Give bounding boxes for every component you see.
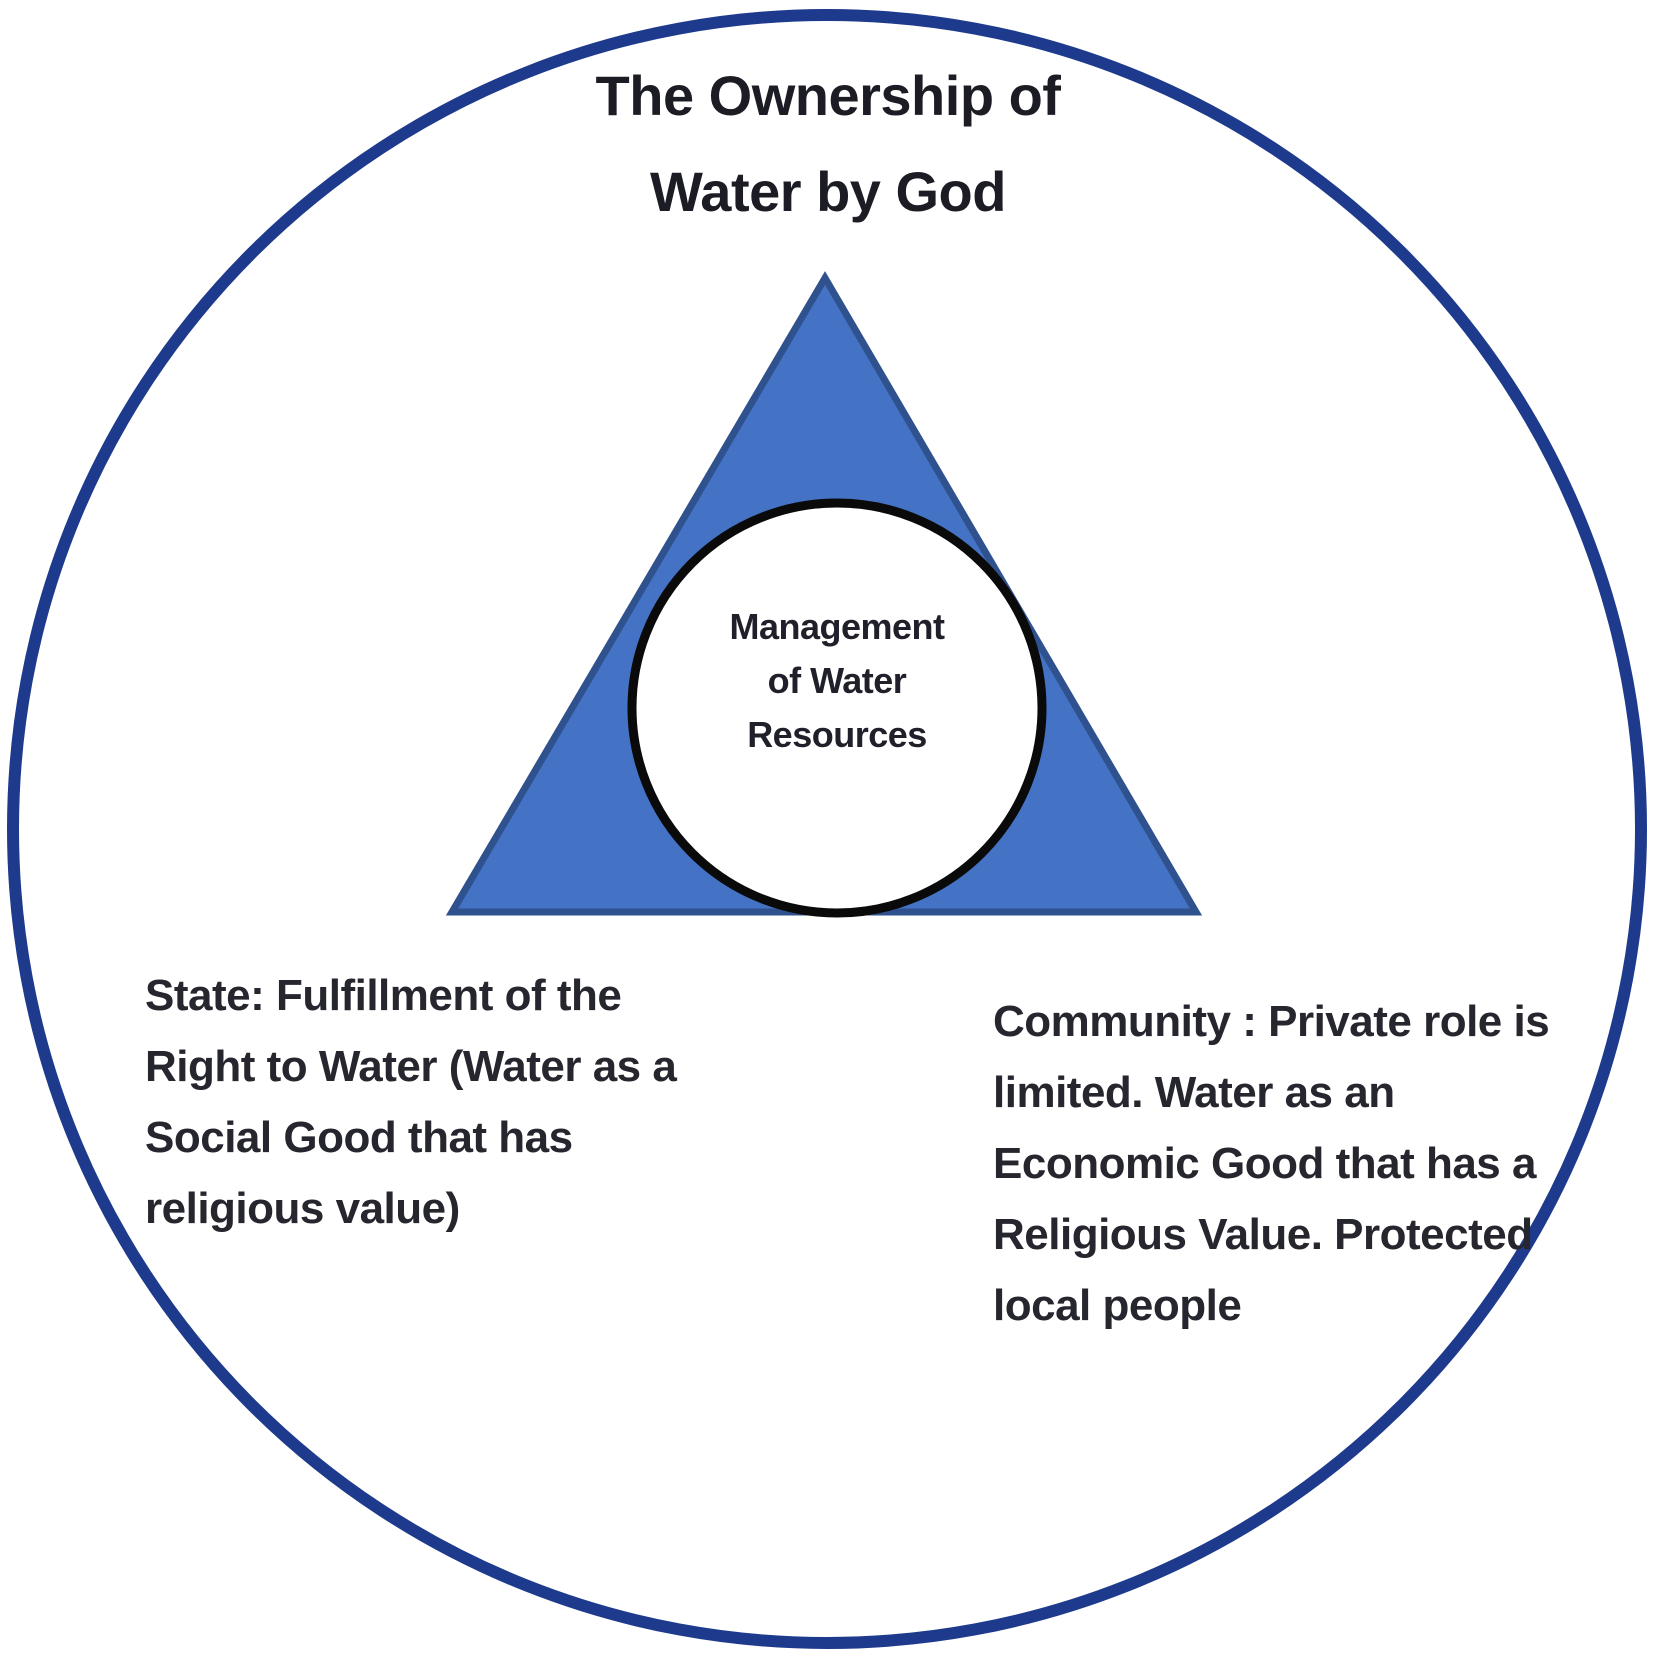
management-label: Management of Water Resources xyxy=(729,606,945,755)
state-label: State: Fulfillment of the Right to Water… xyxy=(145,971,677,1233)
community-label: Community : Private role is limited. Wat… xyxy=(993,997,1550,1330)
ownership-title: The Ownership of Water by God xyxy=(595,64,1061,223)
management-circle xyxy=(627,498,1047,918)
outer-boundary-circle xyxy=(7,9,1647,1649)
